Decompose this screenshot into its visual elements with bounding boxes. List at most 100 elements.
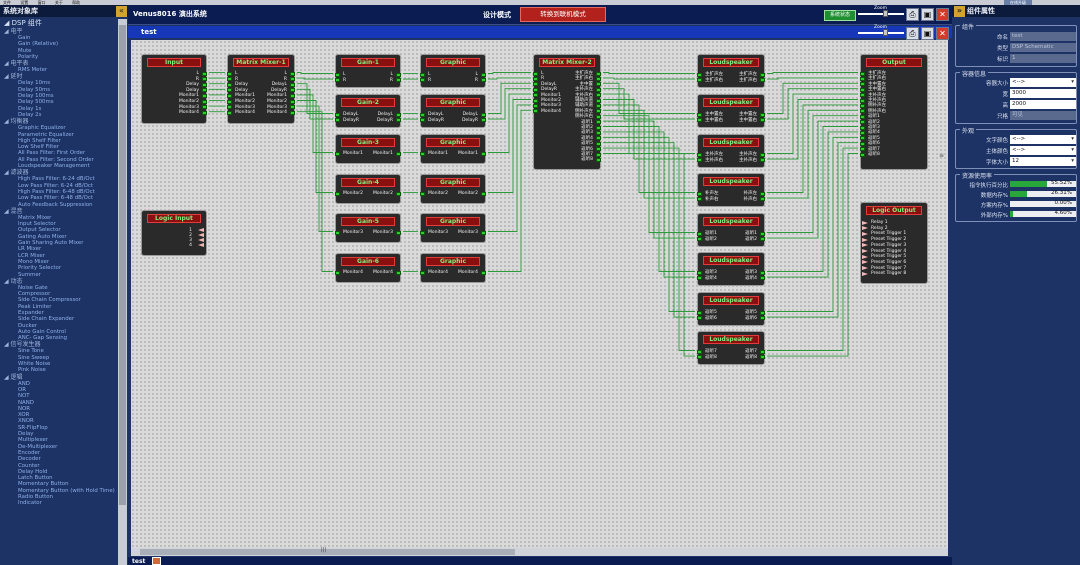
input-port[interactable]	[860, 130, 865, 135]
library-item[interactable]: XNOR	[18, 418, 34, 425]
signal-wire[interactable]	[767, 104, 858, 193]
library-item[interactable]: OR	[18, 386, 26, 393]
library-item[interactable]: LR Mixer	[18, 246, 42, 253]
output-port[interactable]	[760, 152, 765, 157]
output-port[interactable]	[481, 72, 486, 77]
library-item[interactable]: Input Selector	[18, 221, 56, 228]
input-port[interactable]	[227, 105, 232, 110]
library-item[interactable]: Low Pass Filter: 6-24 dB/Oct	[18, 182, 93, 189]
library-item[interactable]: Encoder	[18, 449, 41, 456]
library-item[interactable]: Delay 1s	[18, 105, 42, 112]
signal-wire[interactable]	[488, 82, 531, 114]
logic-pin-arrow[interactable]	[862, 243, 868, 248]
input-port[interactable]	[533, 103, 538, 108]
output-port[interactable]	[760, 237, 765, 242]
input-port[interactable]	[697, 152, 702, 157]
input-port[interactable]	[860, 76, 865, 81]
library-item[interactable]: ANC- Gap Sensing	[18, 335, 68, 342]
output-port[interactable]	[202, 110, 207, 115]
zoom-handle[interactable]	[883, 10, 888, 17]
library-item[interactable]: Ducker	[18, 322, 37, 329]
output-port[interactable]	[396, 112, 401, 117]
output-port[interactable]	[596, 71, 601, 76]
logic-pin-arrow[interactable]	[198, 233, 204, 237]
output-port[interactable]	[396, 270, 401, 275]
input-port[interactable]	[860, 71, 865, 76]
signal-wire[interactable]	[603, 131, 695, 278]
signal-wire[interactable]	[767, 120, 858, 239]
grid-field[interactable]: 可见	[1010, 111, 1076, 120]
output-port[interactable]	[481, 112, 486, 117]
library-item[interactable]: Radio Button	[18, 494, 53, 500]
container-size-select[interactable]: <-->	[1010, 78, 1076, 87]
signal-wire[interactable]	[297, 72, 333, 74]
canvas-hscrollbar[interactable]: |||	[131, 547, 948, 556]
library-category[interactable]: ◢ DSP 组件	[4, 19, 42, 27]
library-category[interactable]: ◢ 电平表	[4, 60, 29, 68]
output-port[interactable]	[596, 98, 601, 103]
output-port[interactable]	[396, 230, 401, 235]
output-port[interactable]	[760, 349, 765, 354]
library-item[interactable]: Gain Sharing Auto Mixer	[18, 240, 84, 247]
library-item[interactable]: Sine Sweep	[18, 354, 50, 361]
output-port[interactable]	[396, 191, 401, 196]
library-item[interactable]: Parametric Equalizer	[18, 131, 74, 138]
logic-pin-arrow[interactable]	[862, 271, 868, 276]
input-port[interactable]	[420, 270, 425, 275]
library-item[interactable]: Mono Mixer	[18, 258, 50, 265]
library-category[interactable]: ◢ 延时	[4, 73, 23, 81]
output-port[interactable]	[596, 93, 601, 98]
signal-wire[interactable]	[297, 83, 333, 114]
library-item[interactable]: Pink Noise	[18, 367, 46, 374]
library-item[interactable]: High Pass Filter: 6-48 dB/Oct	[18, 188, 95, 195]
output-port[interactable]	[481, 151, 486, 156]
input-port[interactable]	[420, 230, 425, 235]
signal-wire[interactable]	[767, 72, 858, 74]
input-port[interactable]	[533, 93, 538, 98]
library-item[interactable]: Delay 100ms	[18, 93, 54, 100]
input-port[interactable]	[533, 98, 538, 103]
logic-pin-arrow[interactable]	[862, 266, 868, 271]
output-port[interactable]	[481, 118, 486, 123]
signal-wire[interactable]	[767, 147, 858, 351]
input-port[interactable]	[697, 270, 702, 275]
output-port[interactable]	[202, 93, 207, 98]
signal-wire[interactable]	[603, 120, 695, 239]
library-item[interactable]: Indicator	[18, 500, 42, 507]
signal-wire[interactable]	[767, 88, 858, 120]
input-port[interactable]	[697, 310, 702, 315]
signal-wire[interactable]	[767, 136, 858, 312]
library-item[interactable]: Compressor	[18, 291, 51, 298]
library-item[interactable]: Auto Gain Control	[18, 328, 66, 335]
logic-pin-arrow[interactable]	[862, 231, 868, 236]
input-port[interactable]	[697, 158, 702, 163]
signal-wire[interactable]	[603, 153, 695, 357]
output-port[interactable]	[760, 270, 765, 275]
doc-zoom-handle[interactable]	[883, 29, 888, 36]
input-port[interactable]	[335, 78, 340, 83]
input-port[interactable]	[697, 349, 702, 354]
input-port[interactable]	[227, 88, 232, 93]
input-port[interactable]	[860, 98, 865, 103]
input-port[interactable]	[420, 118, 425, 123]
output-port[interactable]	[760, 231, 765, 236]
system-status-button[interactable]: 系统状态	[824, 10, 856, 21]
library-item[interactable]: Sine Tone	[18, 348, 44, 355]
input-port[interactable]	[227, 93, 232, 98]
output-port[interactable]	[596, 147, 601, 152]
library-item[interactable]: Gating Auto Mixer	[18, 233, 67, 240]
online-upgrade-button[interactable]: 在线升级	[1004, 0, 1032, 5]
signal-wire[interactable]	[488, 88, 531, 120]
output-port[interactable]	[596, 76, 601, 81]
output-port[interactable]	[290, 93, 295, 98]
signal-wire[interactable]	[297, 105, 333, 232]
library-item[interactable]: Noise Gate	[18, 284, 48, 291]
input-port[interactable]	[335, 191, 340, 196]
